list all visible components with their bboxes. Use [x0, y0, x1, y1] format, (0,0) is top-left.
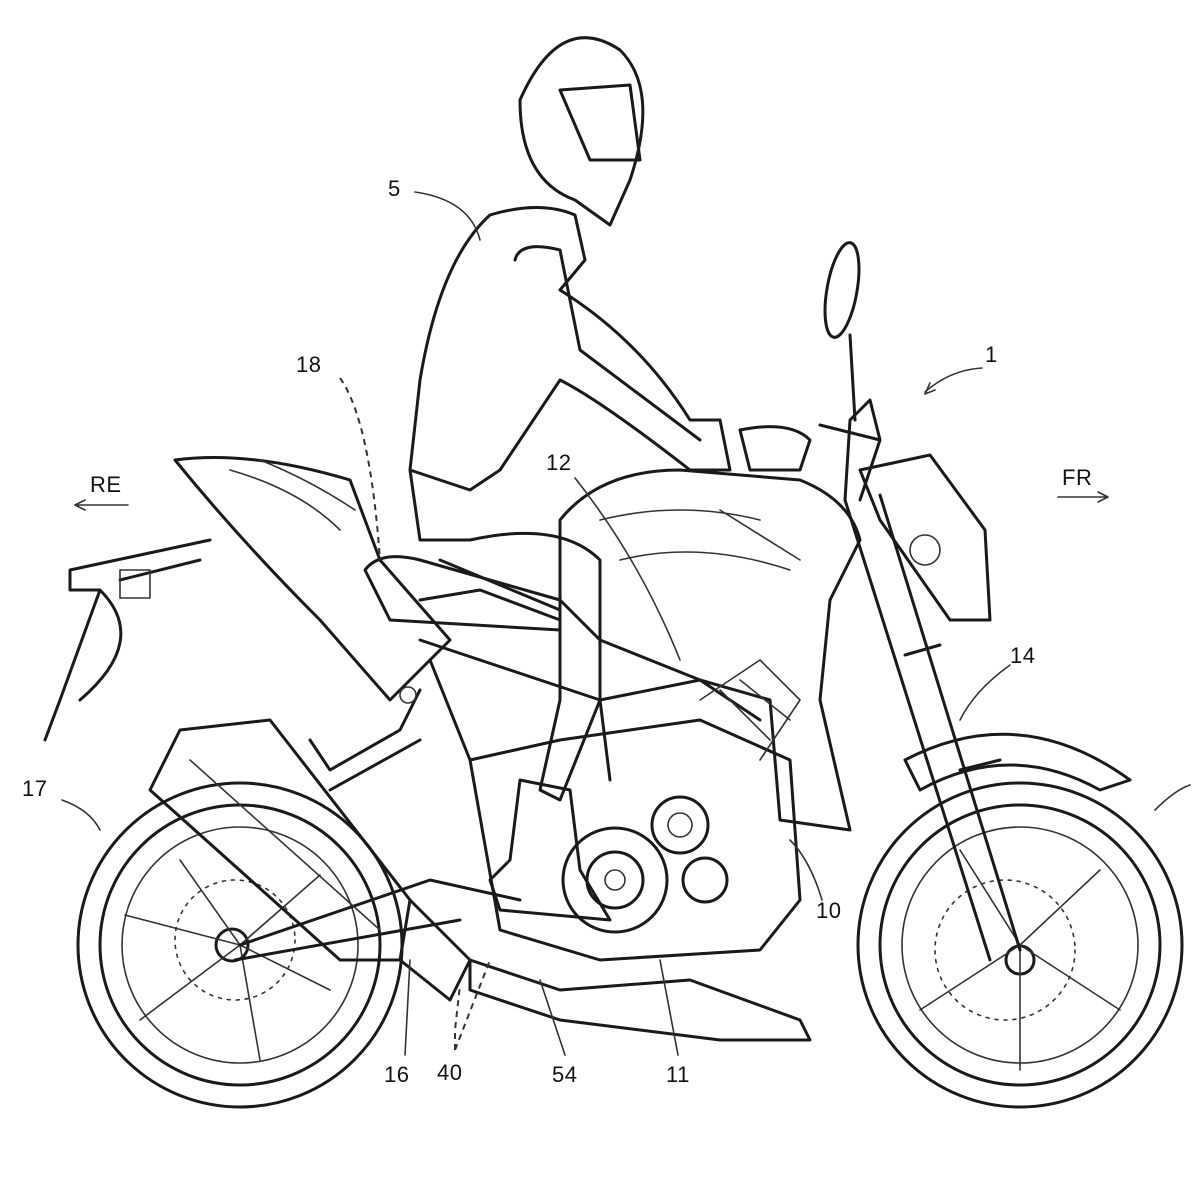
leader-lines [61, 191, 1191, 1056]
engine [468, 659, 802, 962]
label-footrest: 40 [437, 1060, 463, 1085]
label-rear-wheel: 17 [22, 776, 48, 801]
label-front-direction: FR [1062, 465, 1093, 490]
front-wheel [856, 781, 1184, 1109]
label-engine: 10 [816, 898, 842, 923]
label-crankcase: 11 [666, 1062, 690, 1087]
label-fuel-tank: 12 [546, 450, 572, 475]
label-rider: 5 [388, 176, 401, 201]
label-motorcycle: 1 [985, 342, 998, 367]
label-rear-direction: RE [90, 472, 122, 497]
label-exhaust: 16 [384, 1062, 410, 1087]
label-front-fork: 14 [1010, 643, 1036, 668]
rider [408, 36, 812, 922]
label-seat: 18 [296, 352, 322, 377]
label-shift-pedal: 54 [552, 1062, 578, 1087]
